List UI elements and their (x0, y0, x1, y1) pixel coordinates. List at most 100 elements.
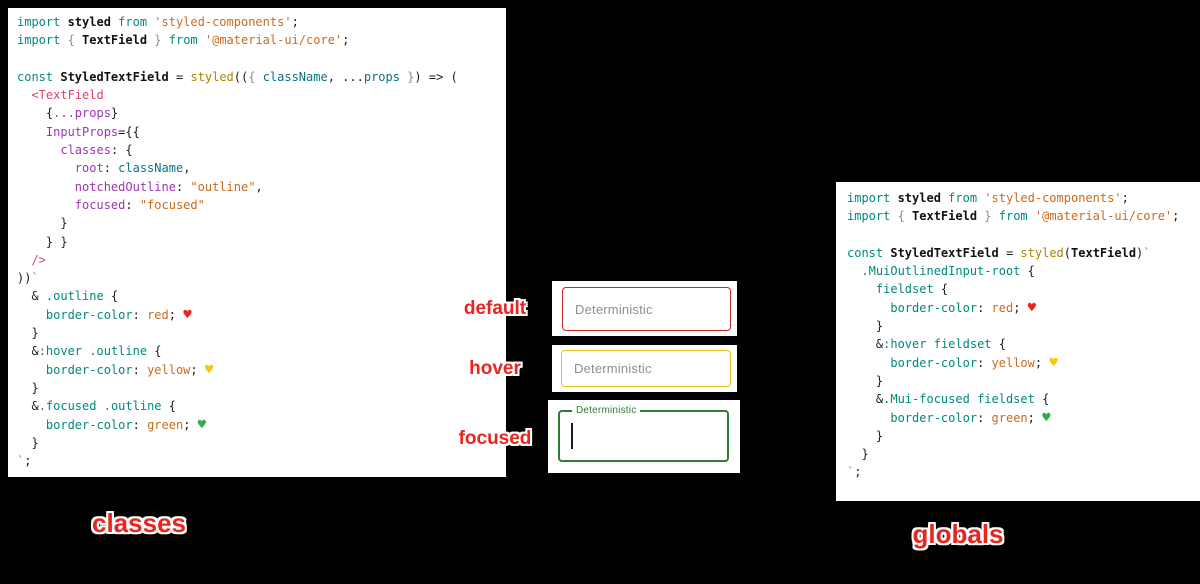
code-line: border-color: yellow; ♥ (847, 354, 1200, 372)
code-line (847, 226, 1200, 244)
code-token: } (847, 319, 884, 334)
code-token: ♥ (183, 306, 192, 323)
code-token: ` (31, 271, 39, 286)
code-token: TextField (1071, 245, 1137, 260)
code-token: ; (168, 307, 184, 322)
code-token: focused (74, 197, 126, 212)
code-token: ) (1136, 245, 1144, 260)
code-line: } (17, 434, 506, 452)
code-token: { (17, 106, 54, 121)
code-token: ♥ (204, 361, 214, 378)
code-token: <TextField (17, 88, 104, 103)
code-token: ; (342, 33, 350, 48)
code-token: border-color (890, 300, 978, 315)
code-token: & (17, 344, 39, 359)
code-token: { (67, 33, 83, 48)
code-token: ; (1172, 209, 1180, 224)
caption-globals: globals (912, 519, 1004, 549)
code-token: from (168, 33, 205, 48)
code-token (926, 337, 933, 351)
code-token: : (132, 362, 148, 377)
code-token: :hover (38, 344, 83, 359)
code-token: 'styled-components' (154, 15, 292, 29)
code-line: focused: "focused" (17, 196, 506, 214)
code-token: = (168, 69, 191, 84)
code-token (17, 418, 46, 432)
code-token: } (399, 69, 415, 84)
code-token: } (847, 373, 884, 388)
code-token: styled (190, 69, 234, 84)
code-token (17, 161, 75, 175)
code-token: const (847, 245, 891, 260)
code-line: notchedOutline: "outline", (17, 178, 506, 196)
code-token: : (977, 410, 992, 425)
textfield-focused-input[interactable]: Deterministic (558, 405, 729, 462)
state-label-hover: hover (469, 358, 521, 379)
code-block-classes-approach: import styled from 'styled-components';i… (8, 8, 506, 477)
code-token: "outline" (190, 179, 256, 194)
code-token: ♥ (1027, 299, 1037, 316)
code-token: ; (183, 417, 198, 432)
code-token: green (147, 417, 184, 432)
code-token: } (847, 428, 884, 443)
code-token: : (132, 307, 148, 322)
code-token: , (183, 161, 191, 176)
code-token: border-color (45, 362, 133, 377)
code-line: border-color: red; ♥ (847, 299, 1200, 317)
code-line: import { TextField } from '@material-ui/… (17, 31, 506, 49)
code-line: } (847, 372, 1200, 390)
code-line: fieldset { (847, 280, 1200, 298)
code-line: } (847, 427, 1200, 445)
code-line: {...props} (17, 104, 506, 122)
textfield-hover-input[interactable]: Deterministic (561, 350, 731, 387)
code-line: } } (17, 233, 506, 251)
code-line: import styled from 'styled-components'; (847, 189, 1200, 207)
code-token: ; (1027, 410, 1043, 425)
code-token: from (118, 15, 155, 29)
code-line: <TextField (17, 86, 506, 104)
textfield-card-default: Deterministic (552, 281, 737, 336)
textfield-focused-notch-label: Deterministic (572, 405, 641, 417)
code-line: &:hover .outline { (17, 342, 506, 360)
textfield-default-input[interactable]: Deterministic (562, 287, 731, 331)
code-token: :hover (883, 337, 927, 352)
code-token: StyledTextField (890, 245, 999, 260)
code-token: } (110, 106, 119, 121)
code-line: } (17, 324, 506, 342)
code-token: import (17, 15, 68, 29)
code-line: root: className, (17, 159, 506, 177)
code-token: import (847, 191, 898, 205)
code-line: `; (847, 463, 1200, 481)
code-line: } (847, 445, 1200, 463)
code-token: , (255, 179, 263, 194)
code-token: 'styled-components' (984, 191, 1122, 205)
code-token: border-color (45, 307, 133, 322)
code-line: } (847, 317, 1200, 335)
code-line: const StyledTextField = styled(TextField… (847, 244, 1200, 262)
code-token: ) => ( (414, 69, 458, 84)
code-token: (( (233, 69, 249, 84)
textfield-card-focused: Deterministic (548, 400, 740, 473)
code-line: InputProps={{ (17, 123, 506, 141)
state-label-default: default (463, 298, 527, 319)
code-token: { (933, 282, 949, 297)
code-token: border-color (890, 355, 978, 370)
code-line: border-color: green; ♥ (17, 416, 506, 434)
code-token: red (991, 300, 1014, 315)
code-token: TextField (82, 33, 148, 48)
code-token: green (991, 410, 1028, 425)
code-token: ` (17, 454, 25, 469)
code-line: border-color: red; ♥ (17, 306, 506, 324)
textfield-default-value: Deterministic (575, 301, 653, 317)
code-token: ...props (53, 106, 111, 121)
code-token (17, 363, 46, 377)
code-line: import { TextField } from '@material-ui/… (847, 207, 1200, 225)
code-token: ; (1034, 355, 1050, 370)
code-line: & .outline { (17, 287, 506, 305)
code-token: styled (1020, 245, 1064, 260)
code-line: } (17, 379, 506, 397)
code-token: InputProps (45, 124, 119, 139)
code-token: root (74, 161, 104, 176)
code-token: ; (854, 465, 862, 480)
